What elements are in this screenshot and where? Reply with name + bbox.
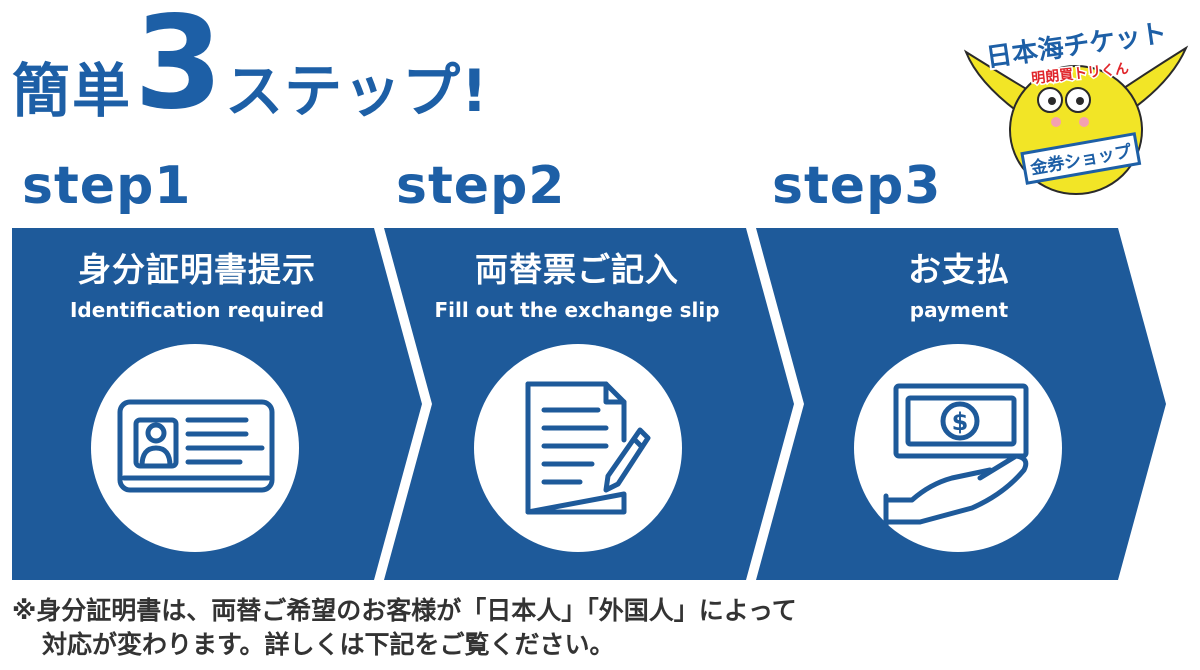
shop-logo: 日本海チケット 明朗買トリくん 金券ショップ [963, 16, 1189, 195]
note: ※身分証明書は、両替ご希望のお客様が「日本人」「外国人」によって 対応が変わりま… [12, 594, 797, 662]
page-title: 簡単 3 ステップ! [12, 0, 489, 128]
step2-label: step2 [396, 156, 566, 216]
step1-title: 身分証明書提示 [78, 250, 316, 289]
step3-text: お支払 payment [774, 250, 1144, 323]
step1-label: step1 [22, 156, 192, 216]
hand-money-icon: $ [883, 383, 1029, 529]
title-part2: ステップ! [225, 57, 489, 125]
step3-title: お支払 [908, 250, 1010, 289]
step2-title: 両替票ご記入 [475, 250, 679, 289]
title-part1: 簡単 [12, 57, 133, 125]
document-pen-icon [525, 381, 651, 515]
step2-text: 両替票ご記入 Fill out the exchange slip [392, 250, 762, 323]
title-number: 3 [134, 0, 224, 138]
step2-subtitle: Fill out the exchange slip [434, 298, 720, 323]
id-card-icon [117, 399, 275, 493]
step3-label: step3 [772, 156, 942, 216]
step3-subtitle: payment [909, 298, 1009, 323]
note-line2: 対応が変わります。詳しくは下記をご覧ください。 [42, 630, 615, 659]
step1-subtitle: Identification required [69, 298, 325, 323]
svg-text:$: $ [952, 408, 969, 436]
step1-text: 身分証明書提示 Identification required [12, 250, 382, 323]
note-line1: ※身分証明書は、両替ご希望のお客様が「日本人」「外国人」によって [12, 596, 797, 625]
